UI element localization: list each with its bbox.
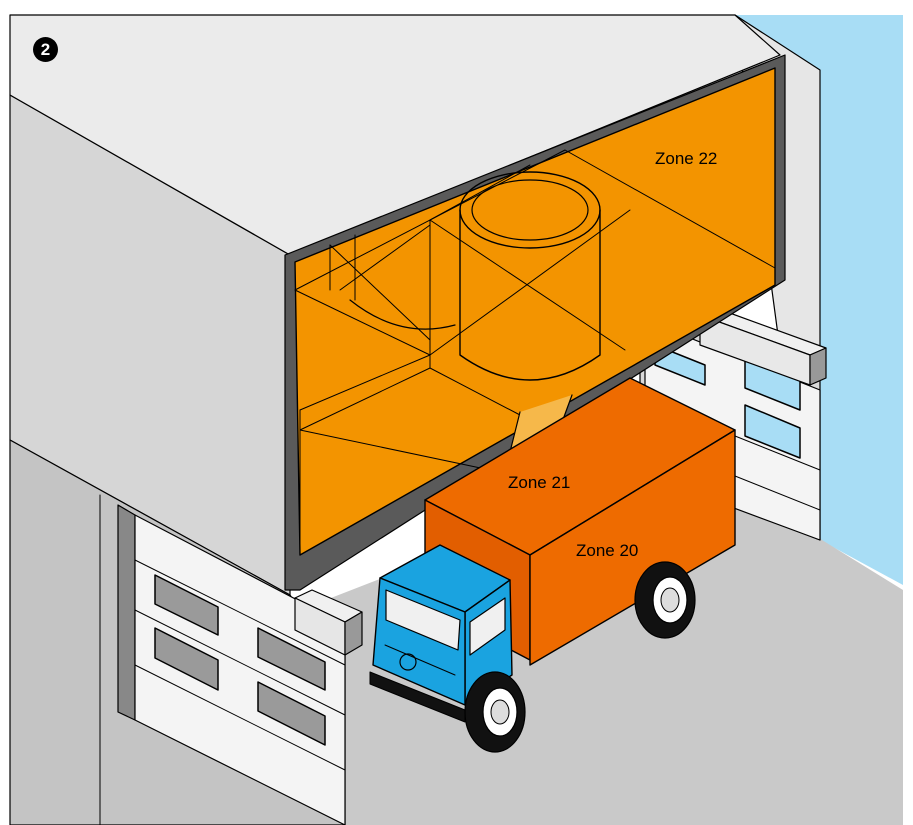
left-garage-door-frame — [118, 505, 135, 720]
zone-20-label: Zone 20 — [576, 541, 638, 561]
truck-rear-hub-inner — [661, 588, 679, 612]
step-badge: 2 — [33, 37, 58, 62]
zone-22-label: Zone 22 — [655, 149, 717, 169]
truck-front-hub-inner — [491, 700, 509, 724]
right-door-header-end — [810, 348, 826, 385]
zone-21-label: Zone 21 — [508, 473, 570, 493]
